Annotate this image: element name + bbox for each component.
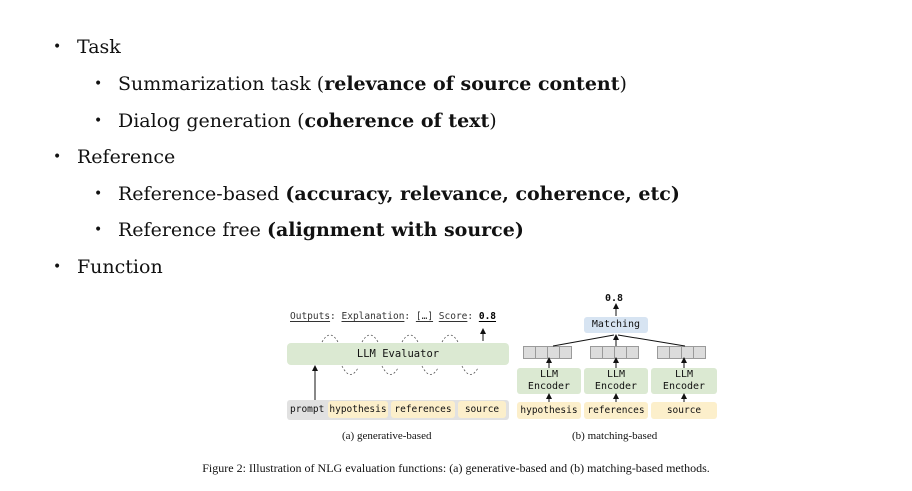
encoder-line1: LLM xyxy=(539,369,559,380)
matching-box: Matching xyxy=(584,317,648,333)
bullet-dot: • xyxy=(94,186,103,202)
evaluator-label: LLM Evaluator xyxy=(356,348,440,360)
encoder-line2: Encoder xyxy=(527,381,571,392)
bullet-bold: (accuracy, relevance, coherence, etc) xyxy=(285,183,680,205)
references-token: references xyxy=(391,401,455,418)
bullet-text: Reference-based xyxy=(118,183,286,205)
prompt-token: prompt xyxy=(290,404,325,415)
bullet-end: ) xyxy=(489,110,497,132)
llm-encoder-hypothesis: LLM Encoder xyxy=(517,368,581,394)
llm-evaluator-box: LLM Evaluator xyxy=(287,343,509,365)
embedding-vector-references xyxy=(590,346,639,359)
bullet-task: • Task xyxy=(53,35,121,59)
bullet-bold: relevance of source content xyxy=(324,73,620,95)
bullet-reference-based: • Reference-based (accuracy, relevance, … xyxy=(94,182,680,206)
vector-to-matching-3 xyxy=(617,334,686,347)
outputs-line: Outputs: Explanation: […] Score: 0.8 xyxy=(290,311,497,322)
subcaption-generative: (a) generative-based xyxy=(342,430,432,442)
encoder-line2: Encoder xyxy=(594,381,638,392)
score-label: Score xyxy=(438,311,468,322)
encoder-line1: LLM xyxy=(674,369,694,380)
subcaption-matching: (b) matching-based xyxy=(572,430,658,442)
embedding-vector-hypothesis xyxy=(523,346,572,359)
llm-encoder-references: LLM Encoder xyxy=(584,368,648,394)
bullet-dot: • xyxy=(53,259,62,275)
encoder-line2: Encoder xyxy=(662,381,706,392)
encoder-line1: LLM xyxy=(606,369,626,380)
ellipsis: […] xyxy=(415,311,434,322)
bullet-function: • Function xyxy=(53,255,163,279)
hypothesis-token: hypothesis xyxy=(328,401,388,418)
figure-caption: Figure 2: Illustration of NLG evaluation… xyxy=(202,461,710,475)
outputs-label: Outputs xyxy=(290,311,331,322)
vector-to-matching-1 xyxy=(552,334,615,347)
bullet-dot: • xyxy=(94,113,103,129)
bullet-text: Summarization task ( xyxy=(118,73,325,95)
matching-score: 0.8 xyxy=(605,293,624,304)
hypothesis-token: hypothesis xyxy=(517,402,581,419)
bullet-label: Reference xyxy=(77,146,176,168)
source-token: source xyxy=(458,401,506,418)
bullet-dot: • xyxy=(53,149,62,165)
bullet-summarization: • Summarization task (relevance of sourc… xyxy=(94,72,627,96)
bullet-reference: • Reference xyxy=(53,145,176,169)
bullet-label: Task xyxy=(77,36,121,58)
bullet-text: Reference free xyxy=(118,219,267,241)
llm-encoder-source: LLM Encoder xyxy=(651,368,717,394)
bullet-bold: (alignment with source) xyxy=(266,219,524,241)
bullet-reference-free: • Reference free (alignment with source) xyxy=(94,218,524,242)
bullet-end: ) xyxy=(619,73,627,95)
matching-label: Matching xyxy=(591,319,641,330)
source-token: source xyxy=(651,402,717,419)
bullet-dot: • xyxy=(94,76,103,92)
bullet-dot: • xyxy=(94,222,103,238)
bullet-dialog: • Dialog generation (coherence of text) xyxy=(94,109,497,133)
score-value: 0.8 xyxy=(478,311,497,322)
references-token: references xyxy=(584,402,648,419)
bullet-label: Function xyxy=(77,256,163,278)
bullet-text: Dialog generation ( xyxy=(118,110,305,132)
bullet-bold: coherence of text xyxy=(304,110,490,132)
autoregressive-loops xyxy=(321,334,479,375)
embedding-vector-source xyxy=(657,346,706,359)
explanation-label: Explanation xyxy=(341,311,405,322)
bullet-dot: • xyxy=(53,39,62,55)
